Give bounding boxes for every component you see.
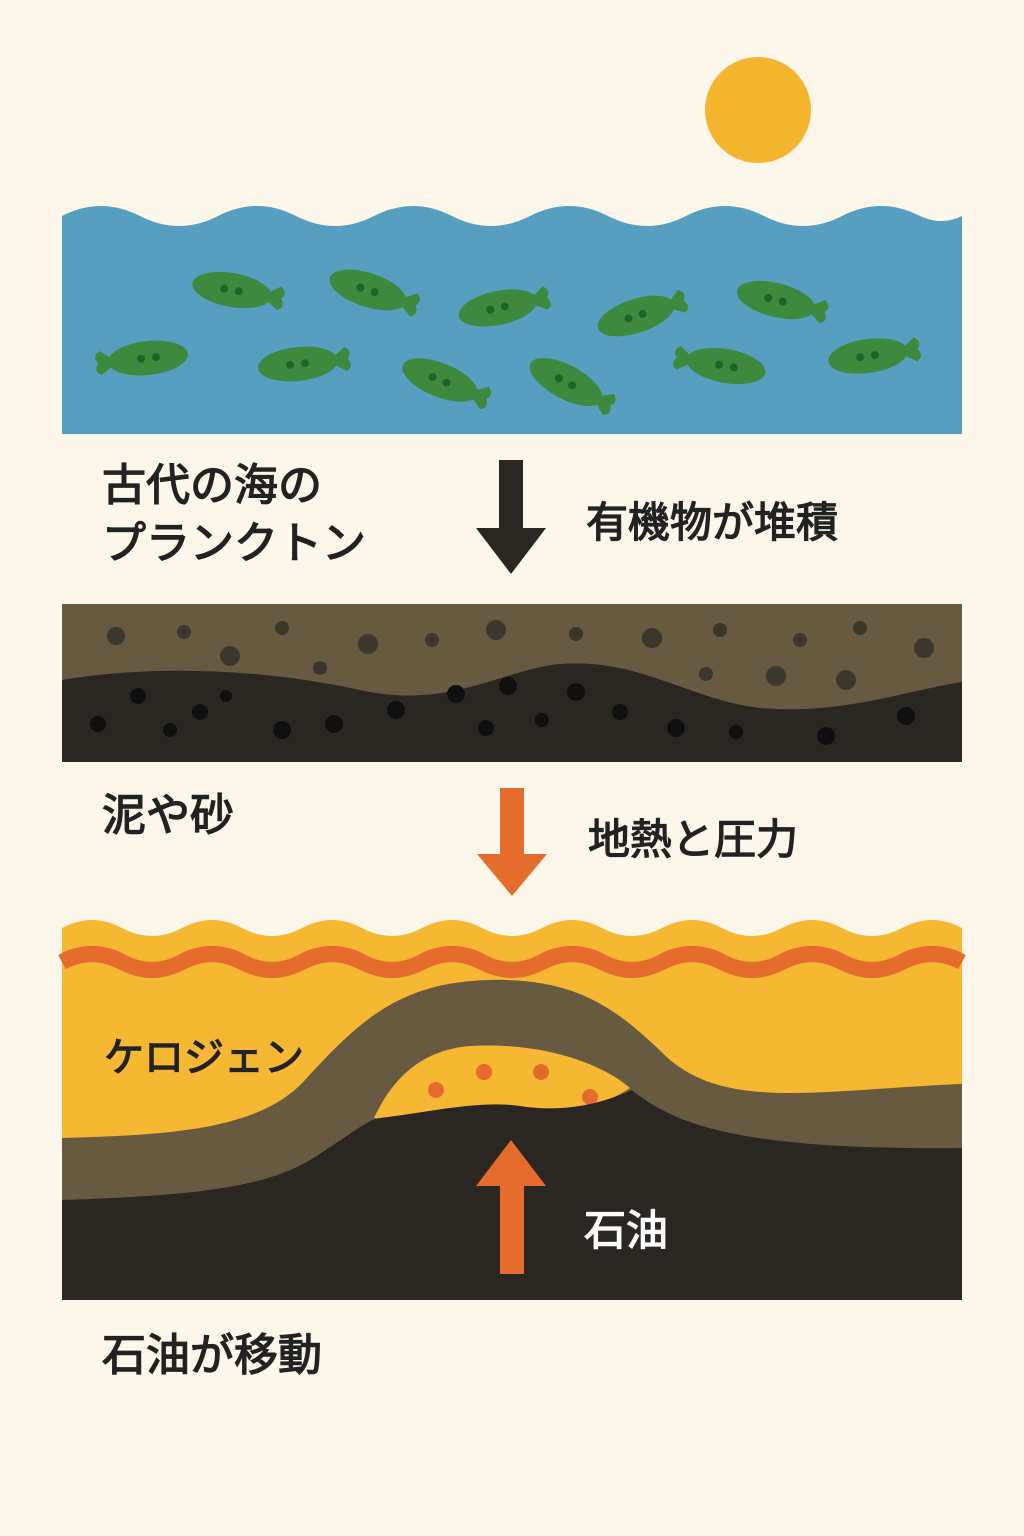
sediment-particle	[192, 704, 208, 720]
oil-migrates-label: 石油が移動	[102, 1330, 322, 1381]
oil-droplet-icon	[582, 1089, 598, 1105]
plankton-label-line2: プランクトン	[102, 518, 366, 569]
up-arrow-icon	[476, 1140, 546, 1274]
sediment-particle	[569, 627, 583, 641]
sediment-particle	[486, 620, 506, 640]
sun-icon	[705, 57, 811, 163]
sediment-particle	[387, 701, 405, 719]
plankton-icon	[736, 280, 829, 324]
sediment-particle	[447, 685, 465, 703]
plankton-icon	[458, 286, 551, 327]
plankton-icon	[529, 357, 616, 416]
plankton-icon	[673, 345, 766, 385]
sediment-particle	[897, 707, 915, 725]
plankton-icon	[329, 269, 420, 317]
mud-sand-label: 泥や砂	[102, 790, 234, 841]
sediment-particle	[313, 661, 327, 675]
plankton-icon	[828, 337, 921, 374]
sediment-particle	[499, 677, 517, 695]
sediment-particle	[836, 670, 856, 690]
oil-label: 石油	[584, 1206, 669, 1255]
sediment-particle	[567, 683, 585, 701]
sediment-particle	[273, 721, 291, 739]
oil-reservoir	[374, 1045, 630, 1121]
plankton-group	[95, 269, 921, 416]
sediment-particle	[914, 638, 934, 658]
sediment-particle	[220, 646, 240, 666]
sediment-particle	[163, 723, 177, 737]
sediment-particles	[90, 620, 934, 745]
heat-pressure-label: 地熱と圧力	[588, 815, 799, 864]
oil-droplets	[428, 1064, 598, 1105]
sediment-particle	[699, 667, 713, 681]
sediment-particle	[612, 704, 628, 720]
plankton-icon	[258, 346, 351, 382]
down-arrow-icon	[477, 788, 547, 896]
oil-droplet-icon	[533, 1064, 549, 1080]
oil-droplet-icon	[476, 1064, 492, 1080]
sediment-particle	[107, 627, 125, 645]
sediment-particle	[729, 725, 743, 739]
plankton-icon	[597, 289, 689, 337]
ocean-panel	[62, 206, 962, 434]
sediment-particle	[817, 727, 835, 745]
sediment-label: 有機物が堆積	[586, 498, 839, 547]
sediment-particle	[275, 621, 289, 635]
sediment-particle	[358, 634, 378, 654]
sediment-panel	[62, 604, 962, 762]
kerogen-label: ケロジェン	[104, 1035, 304, 1081]
down-arrow-icon	[476, 460, 546, 574]
sediment-particle	[667, 719, 685, 737]
sediment-particle	[90, 716, 106, 732]
plankton-label-line1: 古代の海の	[102, 460, 322, 511]
sediment-particle	[177, 625, 191, 639]
sediment-particle	[642, 628, 662, 648]
sediment-particle	[535, 713, 549, 727]
plankton-icon	[402, 358, 492, 410]
sediment-particle	[130, 688, 146, 704]
oil-droplet-icon	[428, 1082, 444, 1098]
plankton-icon	[95, 340, 188, 376]
sediment-particle	[478, 720, 494, 736]
heat-orange-band	[58, 946, 966, 978]
plankton-icon	[192, 271, 285, 311]
sediment-particle	[220, 690, 232, 702]
sediment-particle	[793, 633, 807, 647]
sediment-particle	[325, 715, 343, 733]
sediment-particle	[425, 633, 439, 647]
sediment-particle	[713, 623, 727, 637]
sediment-particle	[766, 666, 786, 686]
sediment-particle	[853, 621, 867, 635]
